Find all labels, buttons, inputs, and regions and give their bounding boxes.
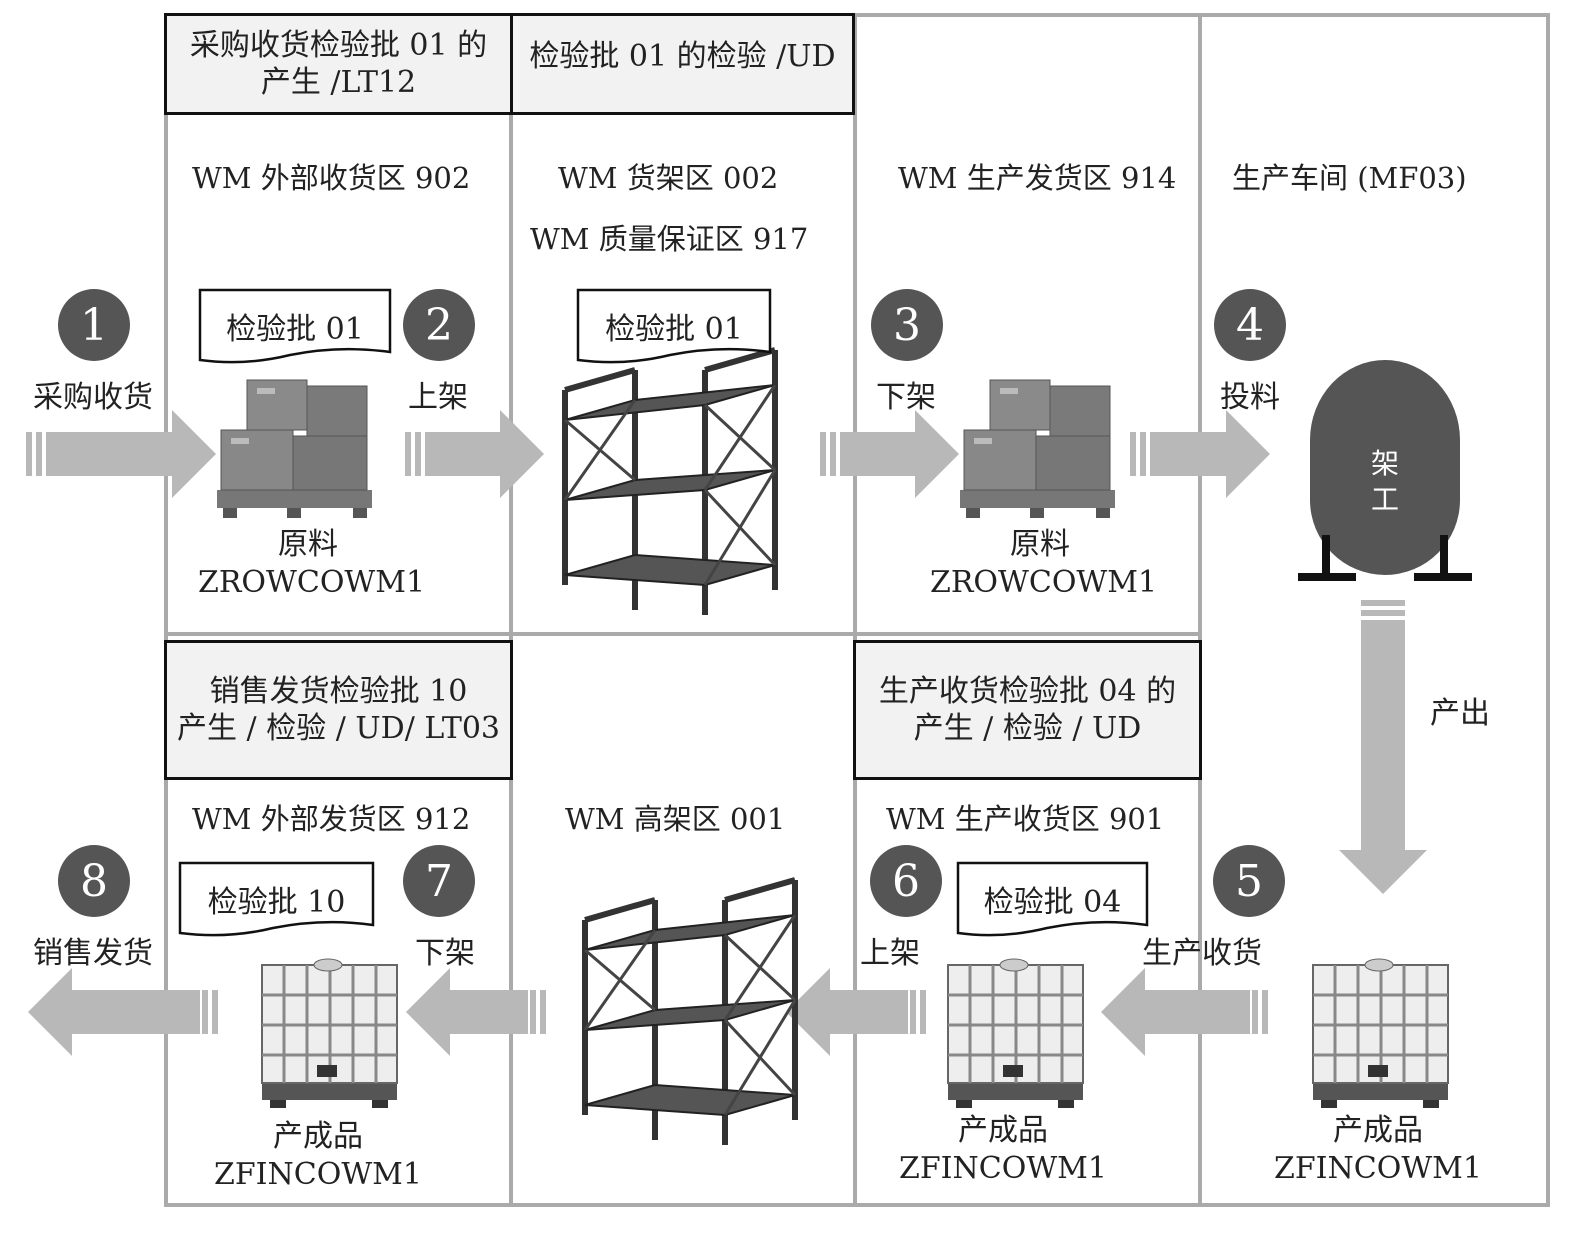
- material-fin-3: 产成品 ZFINCOWM1: [1268, 1112, 1488, 1188]
- rack-shelf-001-icon: [585, 880, 795, 1145]
- step-2-badge: 2: [403, 289, 475, 361]
- material-raw-2-code: ZROWCOWM1: [930, 565, 1158, 600]
- header-ud04-line2: 产生 / 检验 / UD: [913, 711, 1142, 746]
- material-fin-3-code: ZFINCOWM1: [1274, 1151, 1482, 1186]
- step-8-badge: 8: [58, 845, 130, 917]
- header-lt03-line2: 产生 / 检验 / UD/ LT03: [177, 711, 500, 746]
- arrow-right-1: [26, 410, 216, 498]
- header-lt03-line1: 销售发货检验批 10: [209, 674, 468, 709]
- doc-shape-1: [198, 288, 392, 364]
- vessel-label-line2: 工: [1370, 483, 1399, 516]
- zone-label-001: WM 高架区 001: [565, 802, 786, 836]
- arrow-down-output: [1339, 600, 1427, 894]
- vessel-label-line1: 架: [1370, 447, 1399, 480]
- header-box-ud01: 检验批 01 的检验 /UD: [510, 13, 855, 115]
- material-raw-1: 原料 ZROWCOWM1: [198, 526, 426, 602]
- step-4-label: 投料: [1220, 380, 1280, 415]
- material-fin-1: 产成品 ZFINCOWM1: [208, 1118, 428, 1194]
- inspection-lot-doc-04: 检验批 04: [958, 863, 1147, 933]
- arrow-right-2: [405, 410, 544, 498]
- doc-shape-3: [178, 861, 375, 937]
- step-5-label: 生产收货: [1142, 936, 1262, 971]
- inspection-lot-doc-10-label: 检验批 10: [207, 885, 346, 920]
- material-fin-2-code: ZFINCOWM1: [899, 1151, 1107, 1186]
- material-raw-2-name: 原料: [1010, 527, 1070, 562]
- output-label: 产出: [1430, 696, 1490, 731]
- zone-label-901: WM 生产收货区 901: [886, 802, 1165, 836]
- inspection-lot-doc-2-label: 检验批 01: [605, 312, 743, 347]
- processing-vessel-icon: [1298, 360, 1472, 581]
- zone-label-914: WM 生产发货区 914: [898, 161, 1177, 195]
- header-ud04-line1: 生产收货检验批 04 的: [878, 674, 1177, 709]
- material-fin-2: 产成品 ZFINCOWM1: [893, 1112, 1113, 1188]
- arrow-left-5: [1101, 968, 1268, 1056]
- material-raw-2: 原料 ZROWCOWM1: [930, 526, 1158, 602]
- material-fin-2-name: 产成品: [958, 1113, 1048, 1148]
- material-raw-1-code: ZROWCOWM1: [198, 565, 426, 600]
- material-fin-1-name: 产成品: [273, 1119, 363, 1154]
- raw-material-pallet-1-icon: [216, 379, 373, 519]
- doc-shape-4: [956, 861, 1149, 937]
- step-7-badge: 7: [403, 845, 475, 917]
- step-5-badge: 5: [1213, 845, 1285, 917]
- material-fin-1-code: ZFINCOWM1: [214, 1157, 422, 1192]
- header-lt12-line2: 产生 /LT12: [260, 65, 417, 100]
- ibc-container-1-icon: [260, 957, 399, 1110]
- vessel-label: 架 工: [1365, 446, 1405, 518]
- step-6-label: 上架: [860, 936, 920, 971]
- step-8-label: 销售发货: [33, 936, 153, 971]
- zone-label-912: WM 外部发货区 912: [192, 802, 471, 836]
- header-lt12-line1: 采购收货检验批 01 的: [189, 28, 488, 63]
- inspection-lot-doc-1: 检验批 01: [200, 290, 390, 360]
- zone-label-mf03: 生产车间 (MF03): [1232, 161, 1467, 195]
- material-fin-3-name: 产成品: [1333, 1113, 1423, 1148]
- arrow-right-3: [820, 410, 959, 498]
- step-1-badge: 1: [58, 289, 130, 361]
- inspection-lot-doc-04-label: 检验批 04: [983, 885, 1122, 920]
- inspection-lot-doc-10: 检验批 10: [180, 863, 373, 933]
- header-box-ud04: 生产收货检验批 04 的产生 / 检验 / UD: [853, 640, 1202, 780]
- ibc-container-3-icon: [1311, 957, 1450, 1110]
- arrow-left-7: [406, 968, 546, 1056]
- inspection-lot-doc-2: 检验批 01: [578, 290, 770, 360]
- doc-shape-2: [576, 288, 772, 364]
- step-3-badge: 3: [871, 289, 943, 361]
- inspection-lot-doc-1-label: 检验批 01: [226, 312, 364, 347]
- rack-shelf-002-icon: [565, 350, 775, 615]
- step-6-badge: 6: [870, 845, 942, 917]
- zone-label-002: WM 货架区 002: [558, 161, 779, 195]
- step-1-label: 采购收货: [33, 380, 153, 415]
- arrow-left-6: [786, 968, 926, 1056]
- arrow-right-4: [1130, 410, 1270, 498]
- step-2-label: 上架: [408, 380, 468, 415]
- step-4-badge: 4: [1214, 289, 1286, 361]
- raw-material-pallet-2-icon: [959, 379, 1116, 519]
- arrow-left-8: [28, 968, 218, 1056]
- header-box-lt12: 采购收货检验批 01 的产生 /LT12: [164, 13, 513, 115]
- step-7-label: 下架: [415, 936, 475, 971]
- zone-label-917: WM 质量保证区 917: [530, 222, 809, 256]
- step-3-label: 下架: [876, 380, 936, 415]
- material-raw-1-name: 原料: [278, 527, 338, 562]
- ibc-container-2-icon: [946, 957, 1085, 1110]
- header-ud01-line1: 检验批 01 的检验 /UD: [529, 39, 836, 74]
- zone-label-902: WM 外部收货区 902: [192, 161, 471, 195]
